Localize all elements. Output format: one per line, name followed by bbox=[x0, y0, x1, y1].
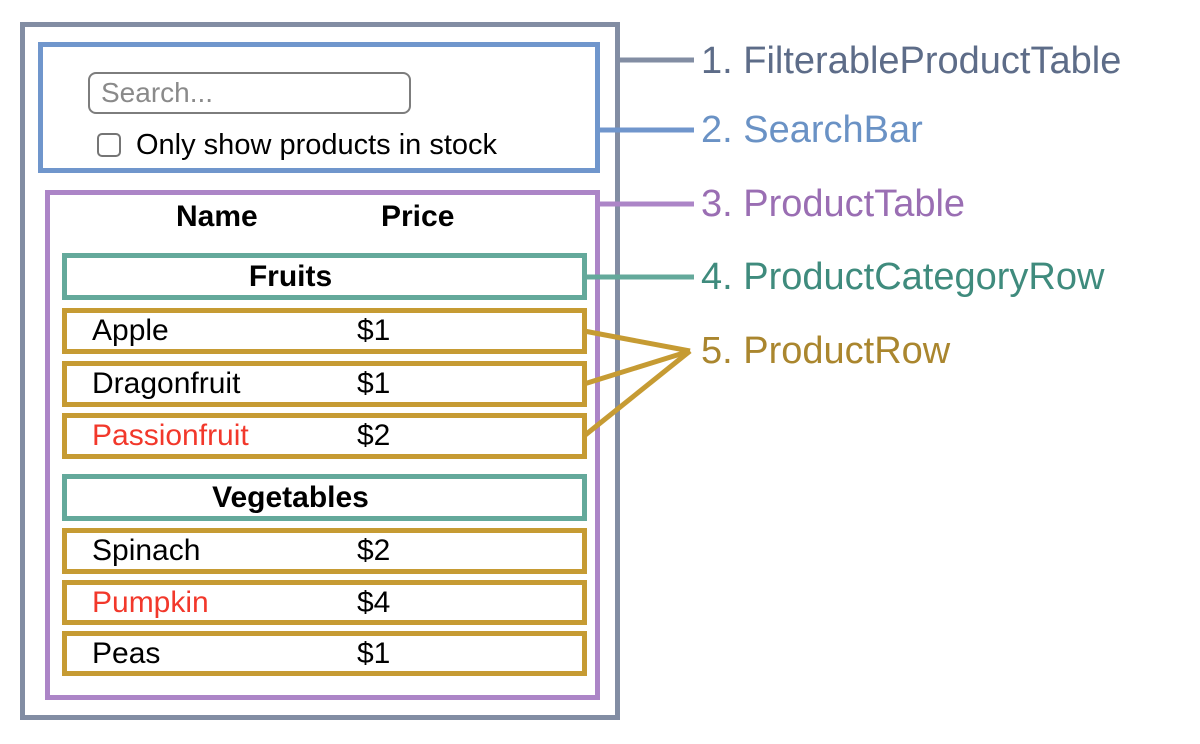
product-price: $2 bbox=[357, 419, 391, 452]
product-price: $4 bbox=[357, 585, 391, 619]
legend-label-product-row: 5. ProductRow bbox=[701, 330, 951, 372]
product-price: $1 bbox=[357, 314, 391, 347]
legend-label-product-table: 3. ProductTable bbox=[701, 183, 966, 225]
product-price: $1 bbox=[357, 367, 391, 400]
product-price: $1 bbox=[357, 636, 391, 670]
product-category-row: Fruits bbox=[62, 253, 587, 300]
stock-checkbox-label: Only show products in stock bbox=[136, 129, 498, 161]
product-row: Passionfruit $2 bbox=[62, 413, 587, 459]
search-input[interactable] bbox=[88, 72, 411, 114]
product-name: Pumpkin bbox=[92, 585, 209, 619]
product-table-box bbox=[45, 190, 600, 700]
legend-label-search-bar: 2. SearchBar bbox=[701, 109, 923, 151]
product-row: Peas $1 bbox=[62, 631, 587, 676]
product-row: Apple $1 bbox=[62, 308, 587, 354]
product-name: Apple bbox=[92, 314, 169, 347]
product-name: Dragonfruit bbox=[92, 367, 241, 400]
product-row: Spinach $2 bbox=[62, 528, 587, 574]
product-name: Passionfruit bbox=[92, 419, 249, 452]
legend-label-filterable-product-table: 1. FilterableProductTable bbox=[701, 40, 1122, 82]
product-category-row: Vegetables bbox=[62, 474, 587, 521]
column-header-price: Price bbox=[381, 200, 455, 233]
product-name: Peas bbox=[92, 636, 161, 670]
column-header-name: Name bbox=[176, 200, 258, 233]
legend-label-product-category-row: 4. ProductCategoryRow bbox=[701, 256, 1105, 298]
product-name: Spinach bbox=[92, 534, 201, 567]
category-label: Fruits bbox=[248, 259, 333, 293]
search-bar-box bbox=[38, 42, 600, 173]
category-label: Vegetables bbox=[212, 480, 369, 514]
stock-checkbox[interactable] bbox=[97, 133, 121, 157]
product-row: Dragonfruit $1 bbox=[62, 361, 587, 407]
product-row: Pumpkin $4 bbox=[62, 580, 587, 625]
product-price: $2 bbox=[357, 534, 391, 567]
